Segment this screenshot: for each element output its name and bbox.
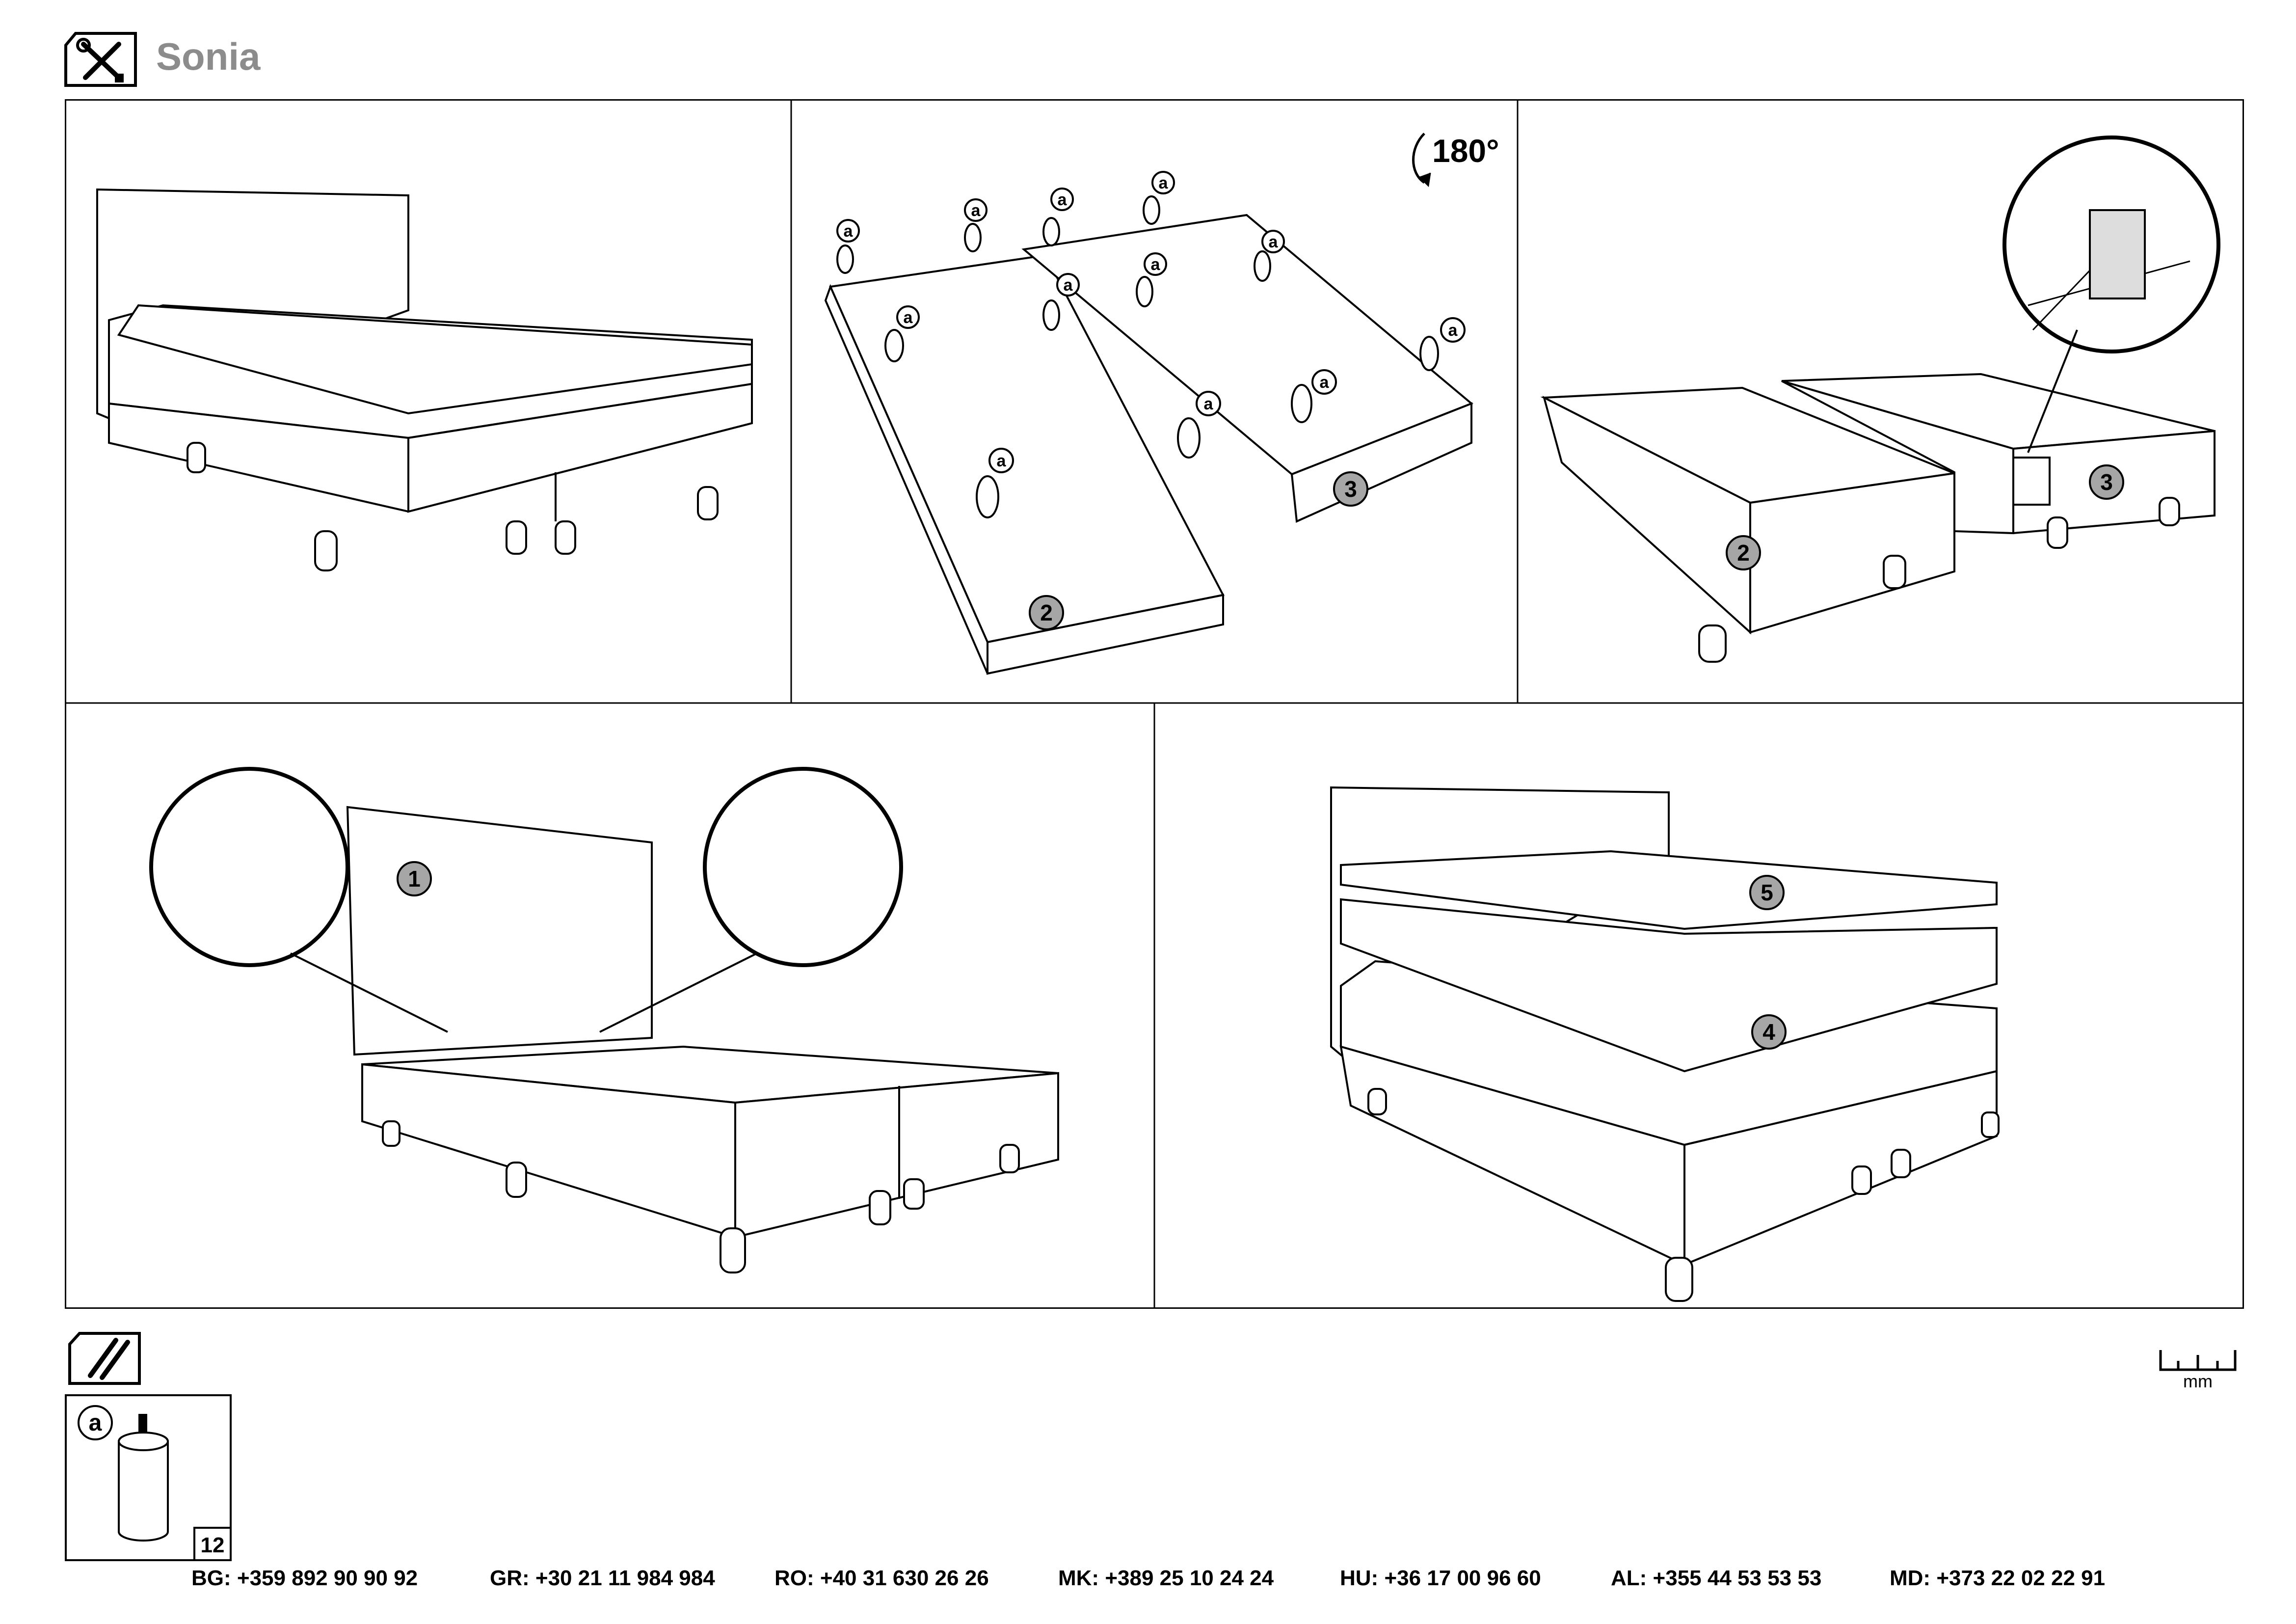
part-label-1: 1 [397, 861, 432, 896]
hardware-quantity: 12 [201, 1533, 225, 1557]
contact-gr: GR: +30 21 11 984 984 [490, 1566, 715, 1590]
part-label-3b: 3 [2089, 464, 2124, 500]
part-label-2b: 2 [1726, 535, 1761, 570]
svg-text:a: a [1448, 321, 1458, 340]
svg-text:2: 2 [1040, 600, 1053, 625]
part-label-3: 3 [1333, 471, 1368, 507]
step-2-attach-legs: a a a a a a a a a a a a 180° 2 [824, 133, 1499, 675]
svg-text:a: a [971, 201, 981, 220]
part-label-4: 4 [1751, 1014, 1787, 1050]
step-5-mattress-topper: 5 4 [1330, 786, 2000, 1302]
hardware-letter: a [89, 1410, 102, 1436]
step-4-attach-headboard: 1 [149, 767, 1059, 1273]
svg-text:3: 3 [1344, 476, 1357, 502]
svg-text:a: a [844, 222, 854, 241]
page-title: Sonia [156, 35, 261, 78]
svg-text:a: a [1151, 255, 1161, 274]
rotation-label: 180° [1432, 133, 1499, 169]
contact-bg: BG: +359 892 90 90 92 [191, 1566, 418, 1590]
tools-icon [64, 30, 137, 87]
hardware-item-a: a 12 [65, 1394, 232, 1561]
step-3-connect-bases: 2 3 [1540, 135, 2220, 663]
contact-mk: MK: +389 25 10 24 24 [1058, 1566, 1274, 1590]
contact-al: AL: +355 44 53 53 53 [1611, 1566, 1822, 1590]
svg-text:a: a [1269, 233, 1279, 251]
svg-text:a: a [904, 308, 913, 327]
svg-text:a: a [1204, 395, 1214, 413]
svg-text:3: 3 [2100, 469, 2113, 495]
svg-text:a: a [997, 452, 1007, 470]
contact-hu: HU: +36 17 00 96 60 [1340, 1566, 1541, 1590]
contact-ro: RO: +40 31 630 26 26 [774, 1566, 989, 1590]
svg-text:a: a [1320, 373, 1330, 392]
leg-callouts [836, 171, 1466, 518]
part-label-2: 2 [1029, 595, 1064, 630]
leg-icon [118, 1414, 169, 1542]
steps-svg: a a a a a a a a a a a a 180° 2 [65, 99, 2244, 1309]
svg-text:a: a [1159, 174, 1169, 192]
svg-text:a: a [1064, 276, 1073, 295]
ruler-icon: mm [2159, 1348, 2237, 1391]
svg-text:2: 2 [1737, 540, 1750, 566]
assembly-steps: a a a a a a a a a a a a 180° 2 [65, 99, 2244, 1309]
svg-text:4: 4 [1762, 1019, 1775, 1045]
svg-text:1: 1 [408, 866, 421, 892]
svg-text:a: a [1058, 190, 1068, 209]
step-1-assembled-bed [96, 188, 753, 571]
svg-text:5: 5 [1761, 880, 1773, 905]
hardware-icon [68, 1330, 141, 1385]
unit-label: mm [2183, 1371, 2213, 1388]
contact-md: MD: +373 22 02 22 91 [1890, 1566, 2106, 1590]
contact-list: BG: +359 892 90 90 92 GR: +30 21 11 984 … [0, 1566, 2296, 1600]
part-label-5: 5 [1749, 875, 1785, 910]
